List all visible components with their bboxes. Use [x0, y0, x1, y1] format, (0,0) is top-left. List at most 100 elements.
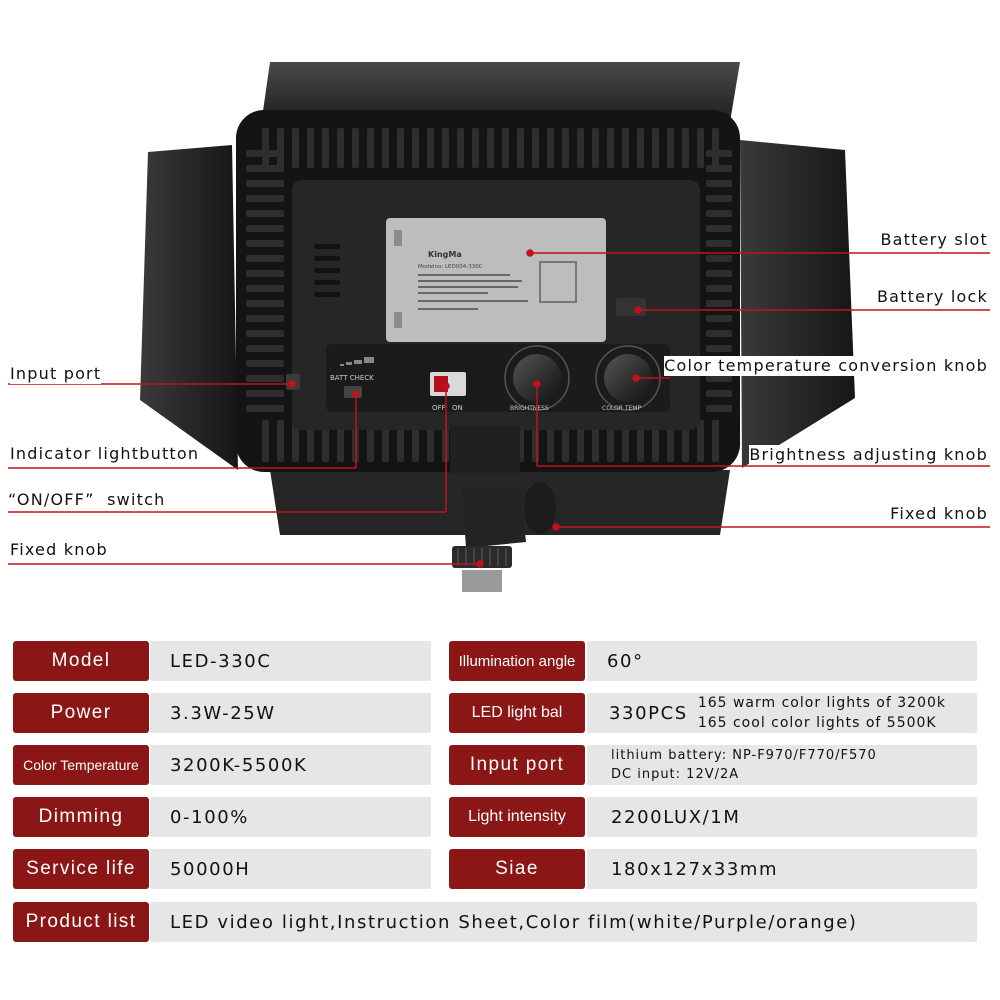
spec-label-input-port: Input port	[449, 745, 585, 785]
vent-rib	[706, 165, 732, 172]
vent-rib	[652, 128, 659, 168]
callout-lines	[8, 249, 990, 568]
callout-color-temp-knob: Color temperature conversion knob	[664, 356, 988, 376]
screw-thread	[462, 570, 502, 592]
spec-label-light-intensity: Light intensity	[449, 797, 585, 837]
spec-label-model: Model	[13, 641, 149, 681]
vent-rib	[246, 345, 284, 352]
vent-rib	[397, 420, 404, 462]
spec-label-dimming: Dimming	[13, 797, 149, 837]
vent-rib	[367, 420, 374, 462]
vent-rib	[682, 420, 689, 462]
spec-value-product-list: LED video light,Instruction Sheet,Color …	[150, 902, 977, 942]
vent-rib	[322, 420, 329, 462]
spec-label-color-temp: Color Temperature	[13, 745, 149, 785]
vent-rib	[262, 420, 269, 462]
vent-rib	[607, 128, 614, 168]
vent-rib	[592, 128, 599, 168]
spec-row: Product list LED video light,Instruction…	[0, 902, 1000, 942]
vent-rib	[277, 420, 284, 462]
vent-rib	[246, 165, 284, 172]
vent-rib	[706, 375, 732, 382]
spec-label-service-life: Service life	[13, 849, 149, 889]
battery-lock	[616, 298, 646, 316]
vent-rib	[706, 270, 732, 277]
vent-rib	[487, 128, 494, 168]
spec-value-illumination: 60°	[587, 641, 977, 681]
spec-value-siae: 180x127x33mm	[587, 849, 977, 889]
vent-rib	[246, 300, 284, 307]
vent-rib	[442, 128, 449, 168]
svg-text:BRIGHTNESS: BRIGHTNESS	[510, 405, 549, 412]
vent-rib	[682, 128, 689, 168]
spec-value-color-temp: 3200K-5500K	[150, 745, 431, 785]
spec-row: Dimming 0-100% Light intensity 2200LUX/1…	[0, 797, 1000, 837]
spec-value-model: LED-330C	[150, 641, 431, 681]
vent-rib	[246, 360, 284, 367]
vent-rib	[706, 255, 732, 262]
top-barn-door	[262, 62, 740, 122]
hot-shoe-mount	[462, 488, 526, 548]
vent-rib	[622, 128, 629, 168]
vent-rib	[667, 420, 674, 462]
vent-rib	[246, 270, 284, 277]
vent-rib	[706, 330, 732, 337]
spec-row: Color Temperature 3200K-5500K Input port…	[0, 745, 1000, 785]
led-warm-line: 165 warm color lights of 3200k	[697, 695, 946, 711]
callout-battery-lock: Battery lock	[876, 287, 988, 307]
vent-rib	[246, 405, 284, 412]
vent-rib	[706, 300, 732, 307]
control-panel	[326, 344, 670, 412]
vent-rib	[246, 255, 284, 262]
vent-rib	[307, 128, 314, 168]
vent-rib	[562, 420, 569, 462]
spec-label-power: Power	[13, 693, 149, 733]
vent-rib	[246, 180, 284, 187]
vent-rib	[652, 420, 659, 462]
vent-rib	[262, 128, 269, 168]
vent-rib	[562, 128, 569, 168]
right-barn-door	[740, 140, 855, 468]
spec-value-light-intensity: 2200LUX/1M	[587, 797, 977, 837]
vent-rib	[706, 210, 732, 217]
callout-input-port: Input port	[10, 364, 102, 384]
vent-rib	[592, 420, 599, 462]
vent-rib	[412, 128, 419, 168]
spec-label-led-bal: LED light bal	[449, 693, 585, 733]
vent-rib	[397, 128, 404, 168]
svg-text:OFF: OFF	[432, 404, 446, 412]
vent-rib	[246, 195, 284, 202]
vent-rib	[382, 420, 389, 462]
vent-rib	[706, 345, 732, 352]
vent-rib	[246, 330, 284, 337]
vent-rib	[246, 315, 284, 322]
vent-rib	[382, 128, 389, 168]
vent-rib	[472, 128, 479, 168]
vent-rib	[622, 420, 629, 462]
vent-rib	[246, 240, 284, 247]
callout-battery-slot: Battery slot	[880, 230, 988, 250]
spec-value-input-port: lithium battery: NP-F970/F770/F570 DC in…	[587, 745, 977, 785]
vent-rib	[502, 128, 509, 168]
brightness-knob	[513, 354, 561, 402]
callout-on-off-switch: “ON/OFF” switch	[8, 490, 166, 510]
vent-rib	[712, 420, 719, 462]
product-diagram: KingMa Modelno: LED004-330C BATT CHECK O…	[8, 62, 990, 592]
vent-rib	[246, 150, 284, 157]
vent-rib	[246, 285, 284, 292]
vent-rib	[637, 128, 644, 168]
vent-rib	[412, 420, 419, 462]
vent-rib	[697, 420, 704, 462]
vent-rib	[706, 390, 732, 397]
callout-fixed-knob-right: Fixed knob	[890, 504, 988, 524]
spec-label-siae: Siae	[449, 849, 585, 889]
vent-rib	[246, 210, 284, 217]
spec-label-product-list: Product list	[13, 902, 149, 942]
vent-rib	[577, 128, 584, 168]
vent-rib	[307, 420, 314, 462]
input-battery-line: lithium battery: NP-F970/F770/F570	[611, 748, 877, 763]
spec-row: Model LED-330C Illumination angle 60°	[0, 641, 1000, 681]
vent-rib	[697, 128, 704, 168]
spec-value-power: 3.3W-25W	[150, 693, 431, 733]
vent-rib	[706, 225, 732, 232]
